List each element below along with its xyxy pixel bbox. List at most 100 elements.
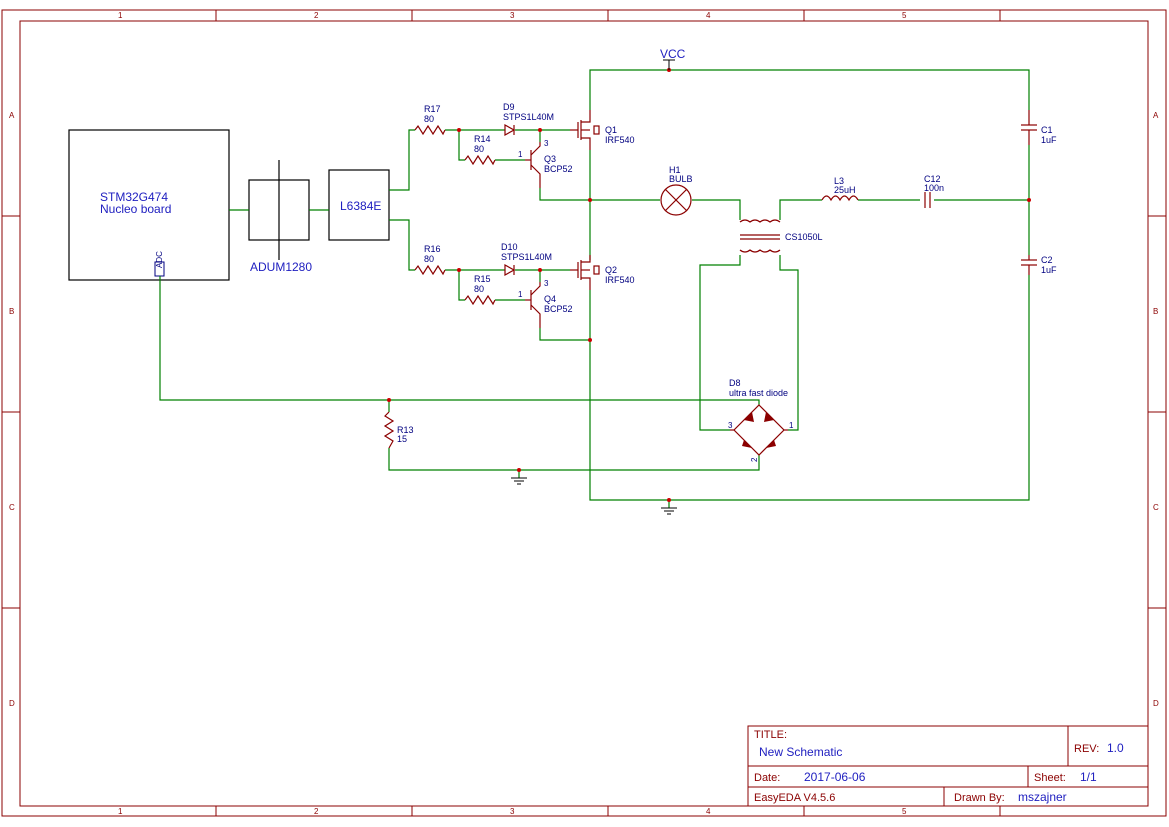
isolator-label: ADUM1280 (250, 260, 312, 274)
d10-value: STPS1L40M (501, 252, 552, 262)
r16-ref: R16 (424, 244, 441, 254)
q4-pin-3: 3 (544, 279, 549, 288)
q3-ref: Q3 (544, 154, 556, 164)
resistor-r16[interactable]: R16 80 (414, 244, 446, 276)
q3-pin-1: 1 (518, 150, 523, 159)
row-label-d-right: D (1153, 699, 1159, 708)
r15-value: 80 (474, 284, 484, 294)
column-dividers (2, 10, 1166, 816)
l3-value: 25uH (834, 185, 856, 195)
drawn-by-value: mszajner (1018, 790, 1067, 804)
row-label-c-right: C (1153, 503, 1159, 512)
h1-value: BULB (669, 174, 693, 184)
col-label-2-bottom: 2 (314, 807, 319, 816)
c2-ref: C2 (1041, 255, 1053, 265)
row-label-c: C (9, 503, 15, 512)
sheet-label: Sheet: (1034, 772, 1066, 784)
bjt-q4[interactable]: 1 3 Q4 BCP52 (518, 279, 573, 328)
d10-ref: D10 (501, 242, 518, 252)
d8-value: ultra fast diode (729, 388, 788, 398)
c12-ref: C12 (924, 174, 941, 184)
col-label-4-bottom: 4 (706, 807, 711, 816)
q1-ref: Q1 (605, 125, 617, 135)
r13-value: 15 (397, 434, 407, 444)
sheet-value: 1/1 (1080, 770, 1097, 784)
mcu-block[interactable]: STM32G474 Nucleo board ADC (68, 129, 230, 281)
vcc-label: VCC (660, 47, 686, 61)
col-label-2: 2 (314, 11, 319, 20)
isolator-block[interactable]: ADUM1280 (248, 160, 312, 274)
col-label-4: 4 (706, 11, 711, 20)
transformer-cs1050l[interactable]: CS1050L (739, 219, 823, 253)
ground-symbol-2 (661, 507, 677, 515)
h1-ref: H1 (669, 165, 681, 175)
mosfet-q1[interactable]: Q1 IRF540 (570, 110, 635, 150)
d8-pin-2: 2 (750, 457, 759, 462)
driver-label: L6384E (340, 199, 381, 213)
q3-pin-3: 3 (544, 139, 549, 148)
resistor-r13[interactable]: R13 15 (383, 411, 414, 449)
r13-ref: R13 (397, 425, 414, 435)
title-block: TITLE: New Schematic REV: 1.0 Date: 2017… (747, 725, 1149, 807)
diode-d9[interactable]: D9 STPS1L40M (503, 102, 554, 137)
r16-value: 80 (424, 254, 434, 264)
resistor-r17[interactable]: R17 80 (414, 104, 446, 136)
mosfet-q2[interactable]: Q2 IRF540 (570, 255, 635, 290)
date-value: 2017-06-06 (804, 770, 866, 784)
row-label-d: D (9, 699, 15, 708)
title-label: TITLE: (754, 729, 787, 741)
mcu-label-line2: Nucleo board (100, 202, 171, 216)
bulb-h1[interactable]: H1 BULB (660, 165, 693, 216)
d9-ref: D9 (503, 102, 515, 112)
c1-value: 1uF (1041, 135, 1057, 145)
c2-value: 1uF (1041, 265, 1057, 275)
col-label-1-bottom: 1 (118, 807, 123, 816)
c12-value: 100n (924, 183, 944, 193)
outer-border (1, 9, 1167, 817)
tool-version: EasyEDA V4.5.6 (754, 792, 835, 804)
driver-block[interactable]: L6384E (328, 169, 390, 241)
c1-ref: C1 (1041, 125, 1053, 135)
capacitor-c2[interactable]: C2 1uF (1021, 255, 1057, 275)
r17-ref: R17 (424, 104, 441, 114)
row-label-b-right: B (1153, 307, 1158, 316)
wires (159, 69, 1030, 508)
mcu-label-line1: STM32G474 (100, 190, 168, 204)
diode-d10[interactable]: D10 STPS1L40M (501, 242, 552, 277)
q1-value: IRF540 (605, 135, 635, 145)
bjt-q3[interactable]: 1 3 Q3 BCP52 (518, 139, 573, 188)
r17-value: 80 (424, 114, 434, 124)
col-label-3-bottom: 3 (510, 807, 515, 816)
capacitor-c1[interactable]: C1 1uF (1021, 110, 1057, 145)
row-label-a-right: A (1153, 111, 1159, 120)
col-label-5-bottom: 5 (902, 807, 907, 816)
date-label: Date: (754, 772, 780, 784)
inductor-l3[interactable]: L3 25uH (821, 176, 859, 202)
rev-value: 1.0 (1107, 741, 1124, 755)
d9-value: STPS1L40M (503, 112, 554, 122)
ground-symbol-1 (511, 477, 527, 485)
bridge-rectifier-d8[interactable]: 3 1 2 D8 ultra fast diode (728, 378, 794, 462)
inner-border (19, 20, 1149, 807)
q2-value: IRF540 (605, 275, 635, 285)
col-label-5: 5 (902, 11, 907, 20)
q3-value: BCP52 (544, 164, 573, 174)
q4-ref: Q4 (544, 294, 556, 304)
q4-value: BCP52 (544, 304, 573, 314)
capacitor-c12[interactable]: C12 100n (924, 174, 944, 208)
adc-pin-label: ADC (155, 251, 164, 268)
drawn-by-label: Drawn By: (954, 792, 1005, 804)
q4-pin-1: 1 (518, 290, 523, 299)
t1-value: CS1050L (785, 232, 823, 242)
row-label-a: A (9, 111, 15, 120)
d8-pin-1: 1 (789, 421, 794, 430)
d8-pin-3: 3 (728, 421, 733, 430)
col-label-3: 3 (510, 11, 515, 20)
resistor-r15[interactable]: R15 80 (464, 274, 496, 306)
l3-ref: L3 (834, 176, 844, 186)
q2-ref: Q2 (605, 265, 617, 275)
r15-ref: R15 (474, 274, 491, 284)
junction-dots (387, 68, 1031, 502)
resistor-r14[interactable]: R14 80 (464, 134, 496, 166)
